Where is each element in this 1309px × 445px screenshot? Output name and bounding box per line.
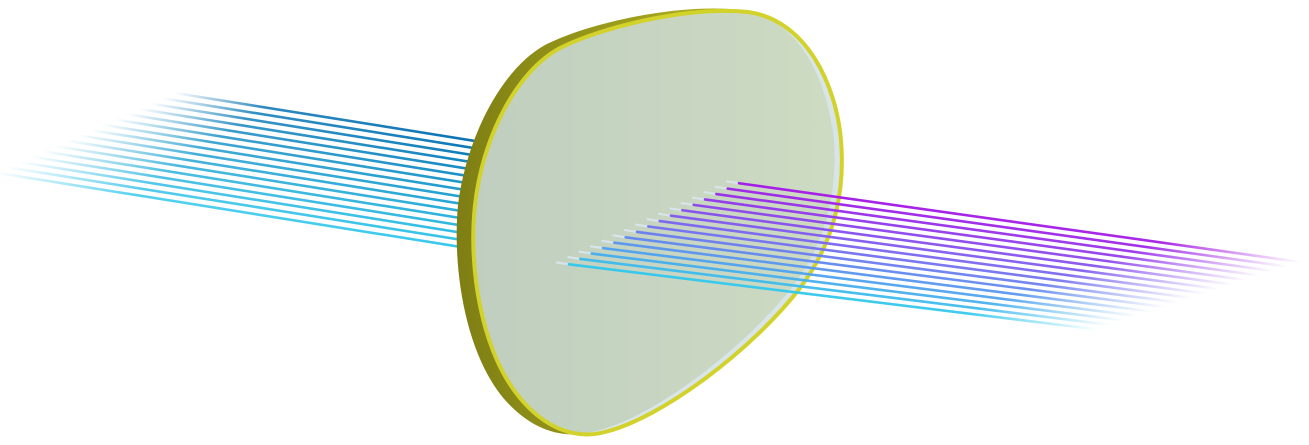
lens-face [473, 11, 842, 434]
